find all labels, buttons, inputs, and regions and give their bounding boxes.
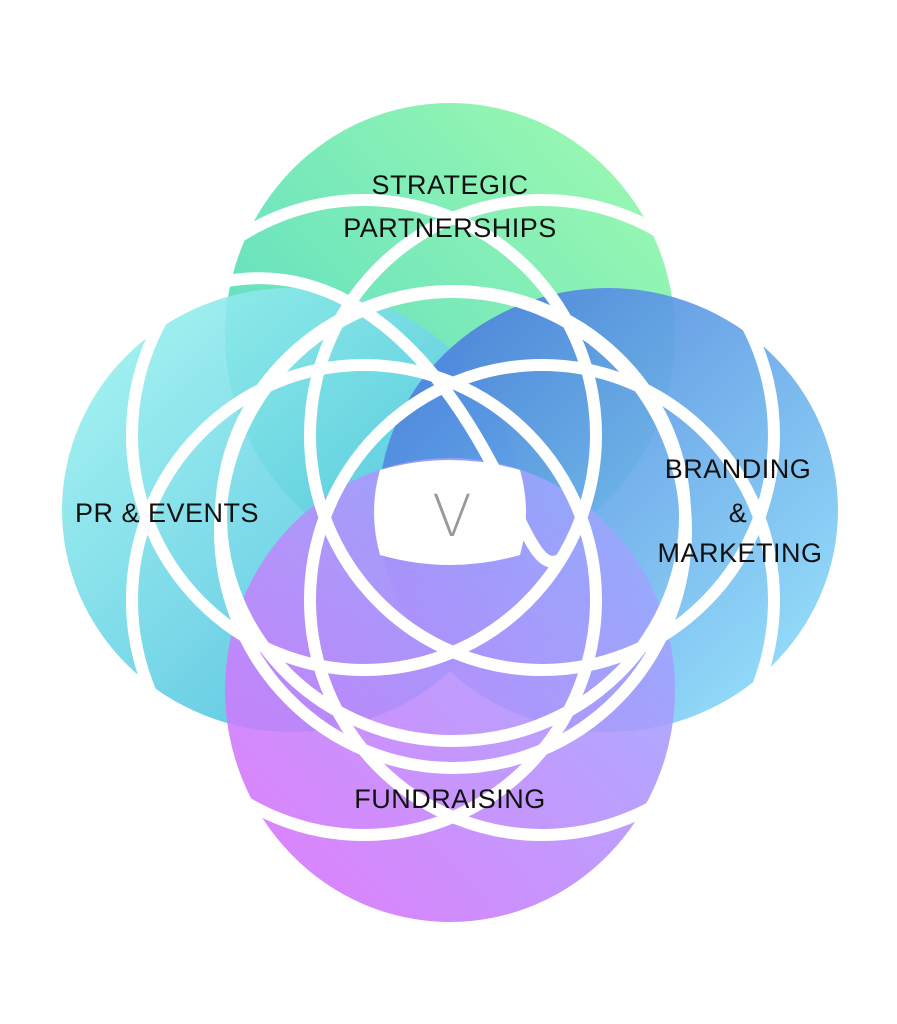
center-logo-v: V <box>432 482 472 550</box>
label-marketing: MARKETING <box>657 538 822 568</box>
ring-upper-left-quad <box>126 194 602 676</box>
label-partnerships: PARTNERSHIPS <box>343 213 557 243</box>
label-strategic: STRATEGIC <box>371 170 528 200</box>
ring-upper-right-quad <box>304 194 780 676</box>
set-bottom-fill <box>225 458 675 922</box>
label-pr-events: PR & EVENTS <box>75 498 259 528</box>
inner-ring-1 <box>215 285 691 747</box>
inner-rings <box>215 285 691 747</box>
label-fundraising: FUNDRAISING <box>354 784 546 814</box>
ring-lower-left-quad <box>126 359 602 841</box>
divider-top-left <box>220 272 563 568</box>
quadrant-rings <box>126 194 780 841</box>
label-branding: BRANDING <box>665 454 812 484</box>
ring-lower-right-quad <box>304 359 780 841</box>
center-region <box>374 460 526 565</box>
label-ampersand: & <box>729 498 748 528</box>
